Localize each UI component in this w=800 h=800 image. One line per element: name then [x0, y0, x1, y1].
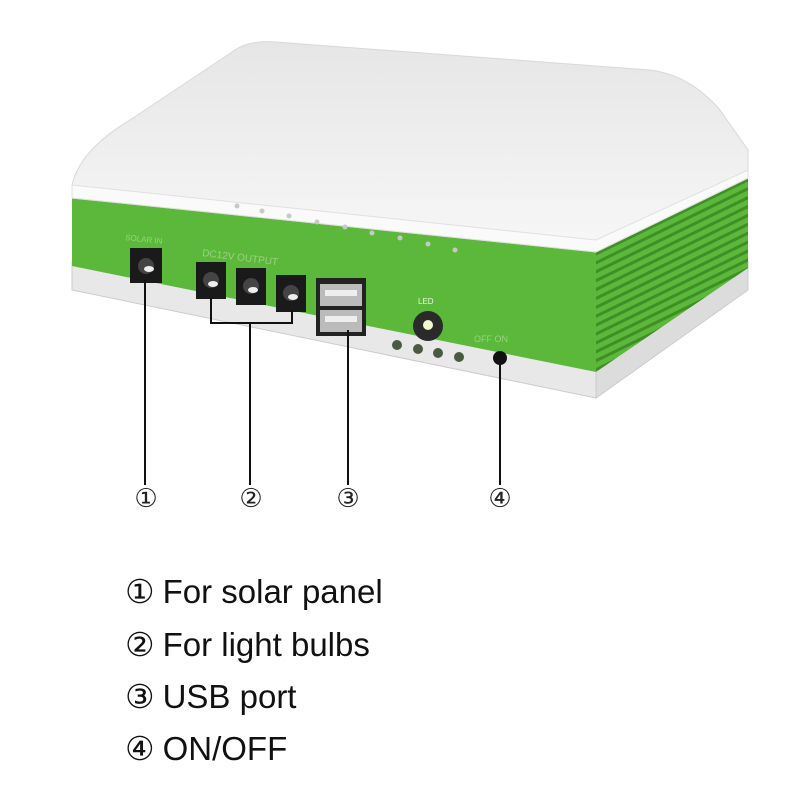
off-on-marking: OFF ON — [474, 334, 508, 344]
led-light — [413, 311, 443, 341]
legend-text: ON/OFF — [162, 730, 288, 767]
device-side-vents — [596, 178, 748, 372]
callout-3: ③ — [336, 484, 360, 514]
status-leds — [392, 340, 464, 362]
legend-marker: ① — [125, 573, 155, 610]
callout-1: ① — [134, 484, 158, 514]
legend-text: USB port — [162, 678, 297, 715]
leader-lines — [144, 280, 501, 485]
legend-text: For solar panel — [162, 573, 383, 610]
legend-marker: ③ — [125, 678, 155, 715]
legend-text: For light bulbs — [162, 626, 370, 663]
battery-indicator-dots — [234, 203, 458, 253]
dc-output-port-2 — [236, 268, 266, 305]
power-switch — [493, 351, 507, 365]
legend-marker: ② — [125, 626, 155, 663]
solar-input-port — [130, 248, 162, 283]
device-top-rim — [71, 169, 749, 253]
callout-4: ④ — [488, 484, 512, 514]
device-top — [71, 41, 749, 253]
legend-marker: ④ — [125, 730, 155, 767]
led-marking: LED — [418, 297, 434, 306]
dc-output-port-1 — [196, 262, 226, 299]
usb-ports — [316, 278, 366, 336]
dc-output-port-3 — [276, 275, 306, 312]
callout-2: ② — [239, 484, 263, 514]
solar-in-marking: SOLAR IN — [125, 233, 163, 246]
